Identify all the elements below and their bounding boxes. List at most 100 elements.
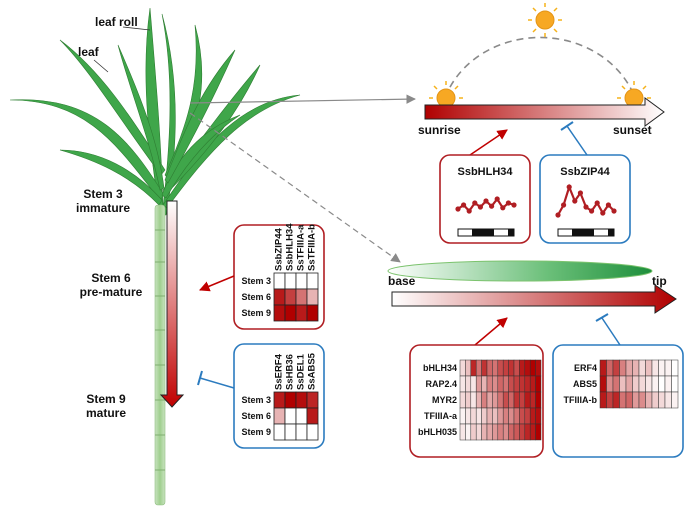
- heatmap-cell: [295, 407, 308, 425]
- heatmap-cell: [470, 375, 477, 393]
- heatmap-cell: [475, 359, 482, 377]
- heatmap-cell: [519, 391, 526, 409]
- heatmap-cell: [306, 407, 319, 425]
- heatmap-row-label: Stem 3: [241, 395, 271, 405]
- heatmap-cell: [519, 359, 526, 377]
- expression-point: [461, 202, 467, 208]
- heatmap-cell: [535, 359, 542, 377]
- expression-point: [466, 208, 472, 214]
- heatmap-row-label: Stem 3: [241, 276, 271, 286]
- heatmap-row-label: Stem 6: [241, 292, 271, 302]
- heatmap-cell: [497, 359, 504, 377]
- expression-point: [561, 202, 567, 208]
- heatmap-cell: [645, 359, 653, 377]
- heatmap-cell: [459, 391, 466, 409]
- heatmap-cell: [475, 407, 482, 425]
- stem9-inhibit-bar: [197, 370, 203, 386]
- leaves: [9, 7, 301, 216]
- heatmap-cell: [632, 391, 640, 409]
- heatmap-cell: [284, 407, 297, 425]
- heatmap-cell: [606, 391, 614, 409]
- heatmap-cell: [306, 272, 319, 290]
- heatmap-cell: [508, 359, 515, 377]
- heatmap-cell: [459, 423, 466, 441]
- base-tip-gradient-arrow: [391, 284, 677, 314]
- stem-9-stage-label: mature: [86, 406, 126, 420]
- heatmap-cell: [638, 359, 646, 377]
- stem-3-stage-label: immature: [76, 201, 130, 215]
- heatmap-cell: [486, 391, 493, 409]
- heatmap-cell: [632, 375, 640, 393]
- heatmap-cell: [508, 407, 515, 425]
- heatmap-cell: [529, 375, 536, 393]
- heatmap-cell: [606, 359, 614, 377]
- expression-point: [494, 196, 500, 202]
- expression-line: [455, 196, 517, 214]
- stalk: [154, 204, 166, 506]
- heatmap-cell: [502, 391, 509, 409]
- heatmap-cell: [470, 359, 477, 377]
- heatmap-cell: [524, 359, 531, 377]
- heatmap-cell: [497, 423, 504, 441]
- heatmap-cell: [486, 423, 493, 441]
- expression-point: [511, 202, 517, 208]
- leaf-roll-label: leaf roll: [95, 15, 138, 29]
- heatmap-cell: [475, 391, 482, 409]
- heatmap-row-label: Stem 9: [241, 308, 271, 318]
- heatmap-col-label: SsERF4: [274, 353, 285, 390]
- heatmap-cell: [273, 407, 286, 425]
- heatmap-cell: [529, 391, 536, 409]
- heatmap-cell: [470, 423, 477, 441]
- expression-point: [489, 203, 495, 209]
- expression-point: [566, 184, 572, 190]
- heatmap-cell: [513, 391, 520, 409]
- heatmap-cell: [284, 272, 297, 290]
- heatmap-cell: [529, 359, 536, 377]
- heatmap-cell: [470, 407, 477, 425]
- heatmap-cell: [658, 359, 666, 377]
- heatmap-cell: [664, 391, 672, 409]
- heatmap-col-label: SsTFIIIA-a: [296, 224, 307, 271]
- expression-point: [572, 198, 578, 204]
- heatmap-cell: [612, 391, 620, 409]
- heatmap-cell: [284, 304, 297, 322]
- stem-9-label: Stem 9: [86, 392, 126, 406]
- heatmap-cell: [619, 391, 627, 409]
- heatmap-cells: [273, 391, 319, 441]
- heatmap-cell: [475, 423, 482, 441]
- diurnal-panel-title: SsbHLH34: [457, 166, 513, 178]
- heatmap-cell: [470, 391, 477, 409]
- heatmap-cell: [524, 391, 531, 409]
- heatmap-row-label: TFIIIA-b: [564, 395, 598, 405]
- heatmap-col-label: SsbHLH34: [285, 223, 296, 271]
- heatmap-col-label: SsABS5: [307, 352, 318, 390]
- heatmap-cell: [492, 423, 499, 441]
- expression-point: [477, 204, 483, 210]
- heatmap-cell: [529, 423, 536, 441]
- expression-point: [455, 206, 461, 212]
- heatmap-cell: [529, 407, 536, 425]
- stem9-inhibits-line: [199, 377, 235, 389]
- heatmap-cell: [306, 423, 319, 441]
- bhlh34-promotes-arrow: [469, 129, 508, 156]
- heatmap-row-label: bHLH035: [418, 427, 457, 437]
- light-dark-bar: [457, 228, 515, 237]
- leaf-blade-gradient: [387, 260, 653, 282]
- heatmap-cell: [295, 391, 308, 409]
- heatmap-cell: [651, 391, 659, 409]
- expression-point: [611, 208, 617, 214]
- heatmap-row-label: ABS5: [573, 379, 597, 389]
- heatmap-cell: [658, 375, 666, 393]
- expression-line: [555, 183, 617, 218]
- heatmap-cell: [513, 423, 520, 441]
- heatmap-cell: [284, 423, 297, 441]
- heatmap-cell: [497, 391, 504, 409]
- heatmap-cell: [459, 359, 466, 377]
- heatmap-cell: [671, 391, 679, 409]
- heatmap-cell: [273, 423, 286, 441]
- diurnal-panel-ssbhlh34: SsbHLH34: [439, 154, 531, 244]
- heatmap-cell: [481, 391, 488, 409]
